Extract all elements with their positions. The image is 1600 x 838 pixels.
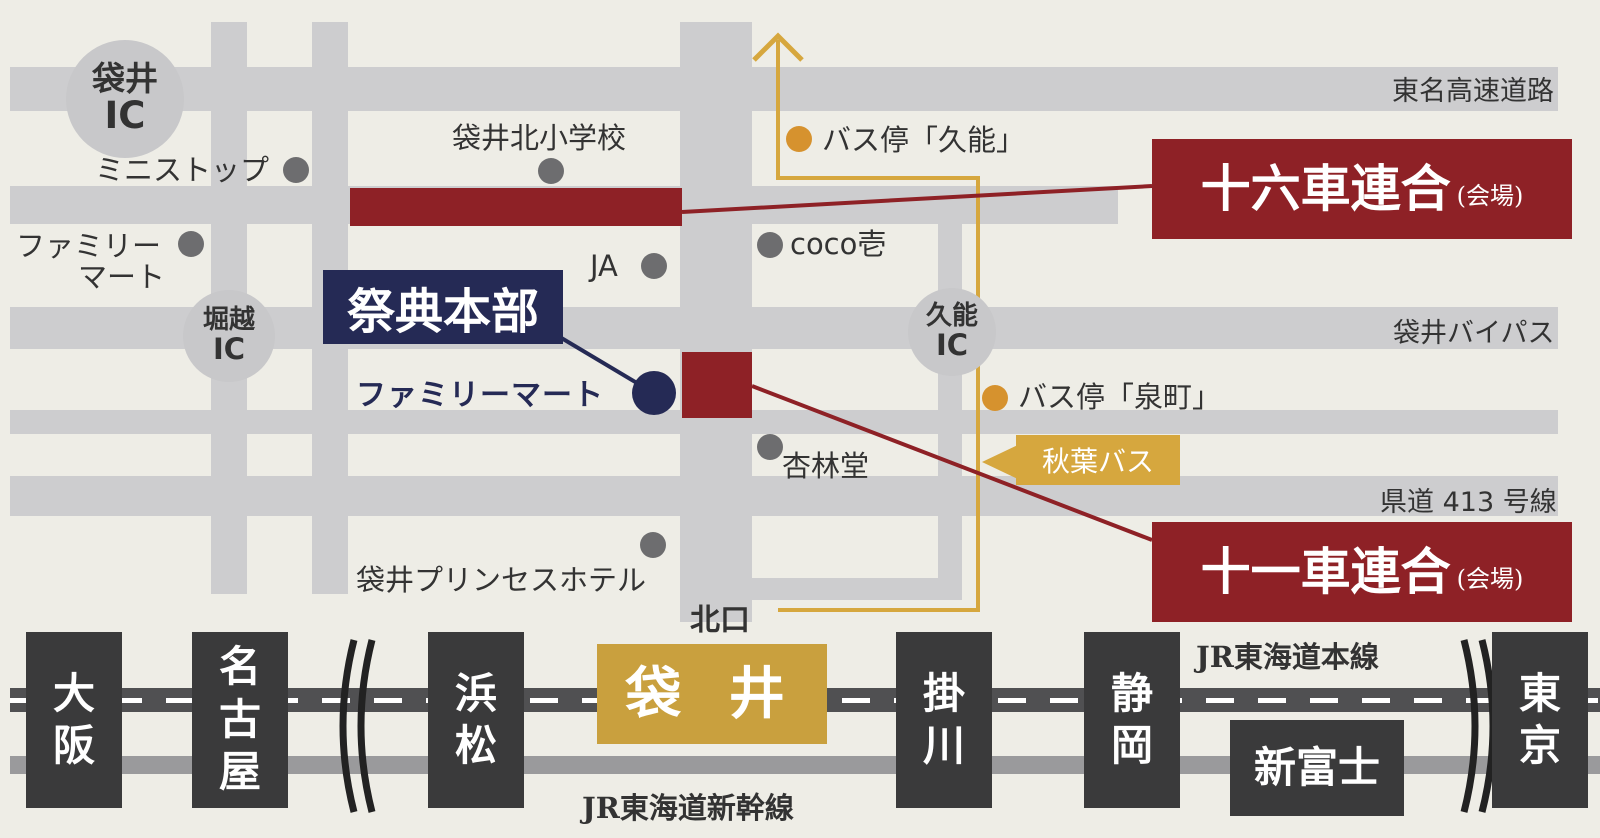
ministop-marker-icon bbox=[283, 157, 309, 183]
label-familymart-line1: ファミリー bbox=[16, 229, 162, 263]
ja-marker-icon bbox=[641, 253, 667, 279]
hq-label: 祭典本部 bbox=[346, 284, 539, 340]
fukuroi-ic-line1: 袋井 bbox=[92, 59, 158, 99]
label-hotel: 袋井プリンセスホテル bbox=[356, 563, 647, 597]
rail-break-mark-west bbox=[339, 639, 376, 813]
akiha-bus-tag: 秋葉バス bbox=[1016, 435, 1180, 485]
venue-eleven-sub: (会場) bbox=[1456, 564, 1524, 593]
label-school: 袋井北小学校 bbox=[452, 121, 627, 155]
label-coco: coco壱 bbox=[790, 227, 887, 261]
hq-label-box: 祭典本部 bbox=[323, 270, 563, 344]
akiha-bus-tag-pointer bbox=[982, 444, 1020, 480]
kyorindo-marker-icon bbox=[757, 434, 783, 460]
akiha-bus-route-line bbox=[776, 40, 980, 612]
venue-sixteen-sub: (会場) bbox=[1456, 181, 1524, 210]
label-shinkansen: JR東海道新幹線 bbox=[582, 791, 794, 825]
kuno-ic-line1: 久能 bbox=[925, 301, 978, 332]
bus-stop-kuno-icon bbox=[786, 126, 812, 152]
fukuroi-ic-badge: 袋井 IC bbox=[66, 40, 184, 158]
station-tokyo: 東 京 bbox=[1492, 632, 1588, 808]
road-label-route413: 県道 413 号線 bbox=[1380, 487, 1557, 518]
road-lower-horizontal bbox=[752, 578, 962, 600]
venue-sixteen-label: 十六車連合 (会場) bbox=[1152, 139, 1572, 239]
label-bus-stop-kuno: バス停「久能」 bbox=[822, 123, 1026, 157]
label-familymart-hq: ファミリーマート bbox=[356, 378, 604, 413]
venue-eleven-label: 十一車連合 (会場) bbox=[1152, 522, 1572, 622]
hq-marker-icon bbox=[632, 371, 676, 415]
horikoshi-ic-line1: 堀越 bbox=[202, 305, 255, 336]
hotel-marker-icon bbox=[640, 532, 666, 558]
road-label-bypass: 袋井バイパス bbox=[1393, 318, 1555, 349]
kuno-ic-badge: 久能 IC bbox=[908, 288, 996, 376]
venue-block-eleven bbox=[682, 352, 752, 418]
road-kuno-vertical bbox=[938, 224, 962, 598]
station-shizuoka-char1: 静 bbox=[1110, 668, 1153, 718]
arrow-up-icon bbox=[752, 32, 804, 62]
label-familymart-line2: マート bbox=[78, 260, 166, 294]
label-kyorindo: 杏林堂 bbox=[782, 449, 870, 483]
station-shizuoka: 静 岡 bbox=[1084, 632, 1180, 808]
rail-break-mark-east bbox=[1460, 639, 1494, 813]
station-kakegawa-char2: 川 bbox=[922, 721, 965, 770]
coco-marker-icon bbox=[757, 232, 783, 258]
station-nagoya-char3: 屋 bbox=[218, 747, 261, 797]
label-bus-stop-izumi: バス停「泉町」 bbox=[1018, 380, 1222, 414]
venue-sixteen-main: 十六車連合 bbox=[1200, 159, 1451, 218]
station-osaka-char2: 阪 bbox=[52, 721, 95, 770]
connector-sixteen bbox=[681, 184, 1153, 214]
label-ministop: ミニストップ bbox=[95, 153, 270, 187]
school-marker-icon bbox=[538, 158, 564, 184]
venue-eleven-main: 十一車連合 bbox=[1200, 542, 1451, 601]
road-middle bbox=[10, 410, 1558, 434]
station-hamamatsu-char2: 松 bbox=[454, 721, 497, 770]
station-shinfuji: 新富士 bbox=[1230, 720, 1404, 816]
station-tokyo-char1: 東 bbox=[1518, 668, 1561, 718]
connector-eleven bbox=[751, 384, 1153, 542]
station-fukuroi-label: 袋 井 bbox=[625, 661, 799, 727]
kuno-ic-line2: IC bbox=[935, 328, 969, 363]
station-osaka-char1: 大 bbox=[52, 668, 95, 718]
horikoshi-ic-line2: IC bbox=[212, 332, 246, 367]
road-label-tomei: 東名高速道路 bbox=[1392, 76, 1554, 107]
station-osaka: 大 阪 bbox=[26, 632, 122, 808]
station-kakegawa: 掛 川 bbox=[896, 632, 992, 808]
akiha-bus-label: 秋葉バス bbox=[1041, 445, 1154, 478]
label-north-exit: 北口 bbox=[690, 603, 750, 638]
station-tokyo-char2: 京 bbox=[1518, 721, 1561, 770]
station-fukuroi: 袋 井 bbox=[597, 644, 827, 744]
label-ja: JA bbox=[590, 249, 618, 283]
station-nagoya: 名 古 屋 bbox=[192, 632, 288, 808]
station-hamamatsu: 浜 松 bbox=[428, 632, 524, 808]
station-nagoya-char2: 古 bbox=[218, 694, 261, 744]
station-nagoya-char1: 名 bbox=[218, 642, 261, 692]
station-hamamatsu-char1: 浜 bbox=[454, 668, 497, 718]
station-kakegawa-char1: 掛 bbox=[922, 668, 965, 718]
fukuroi-ic-line2: IC bbox=[104, 93, 146, 137]
station-shizuoka-char2: 岡 bbox=[1110, 721, 1153, 770]
horikoshi-ic-badge: 堀越 IC bbox=[183, 290, 275, 382]
road-route-413 bbox=[10, 476, 1558, 516]
venue-block-sixteen bbox=[350, 188, 682, 226]
label-tokaido-main: JR東海道本線 bbox=[1196, 640, 1379, 674]
road-tomei-expressway bbox=[10, 67, 1558, 111]
bus-stop-izumi-icon bbox=[982, 385, 1008, 411]
familymart-marker-icon bbox=[178, 231, 204, 257]
road-central-vertical bbox=[680, 22, 752, 622]
rail-shinkansen-line bbox=[10, 756, 1600, 774]
station-shinfuji-label: 新富士 bbox=[1253, 742, 1380, 792]
